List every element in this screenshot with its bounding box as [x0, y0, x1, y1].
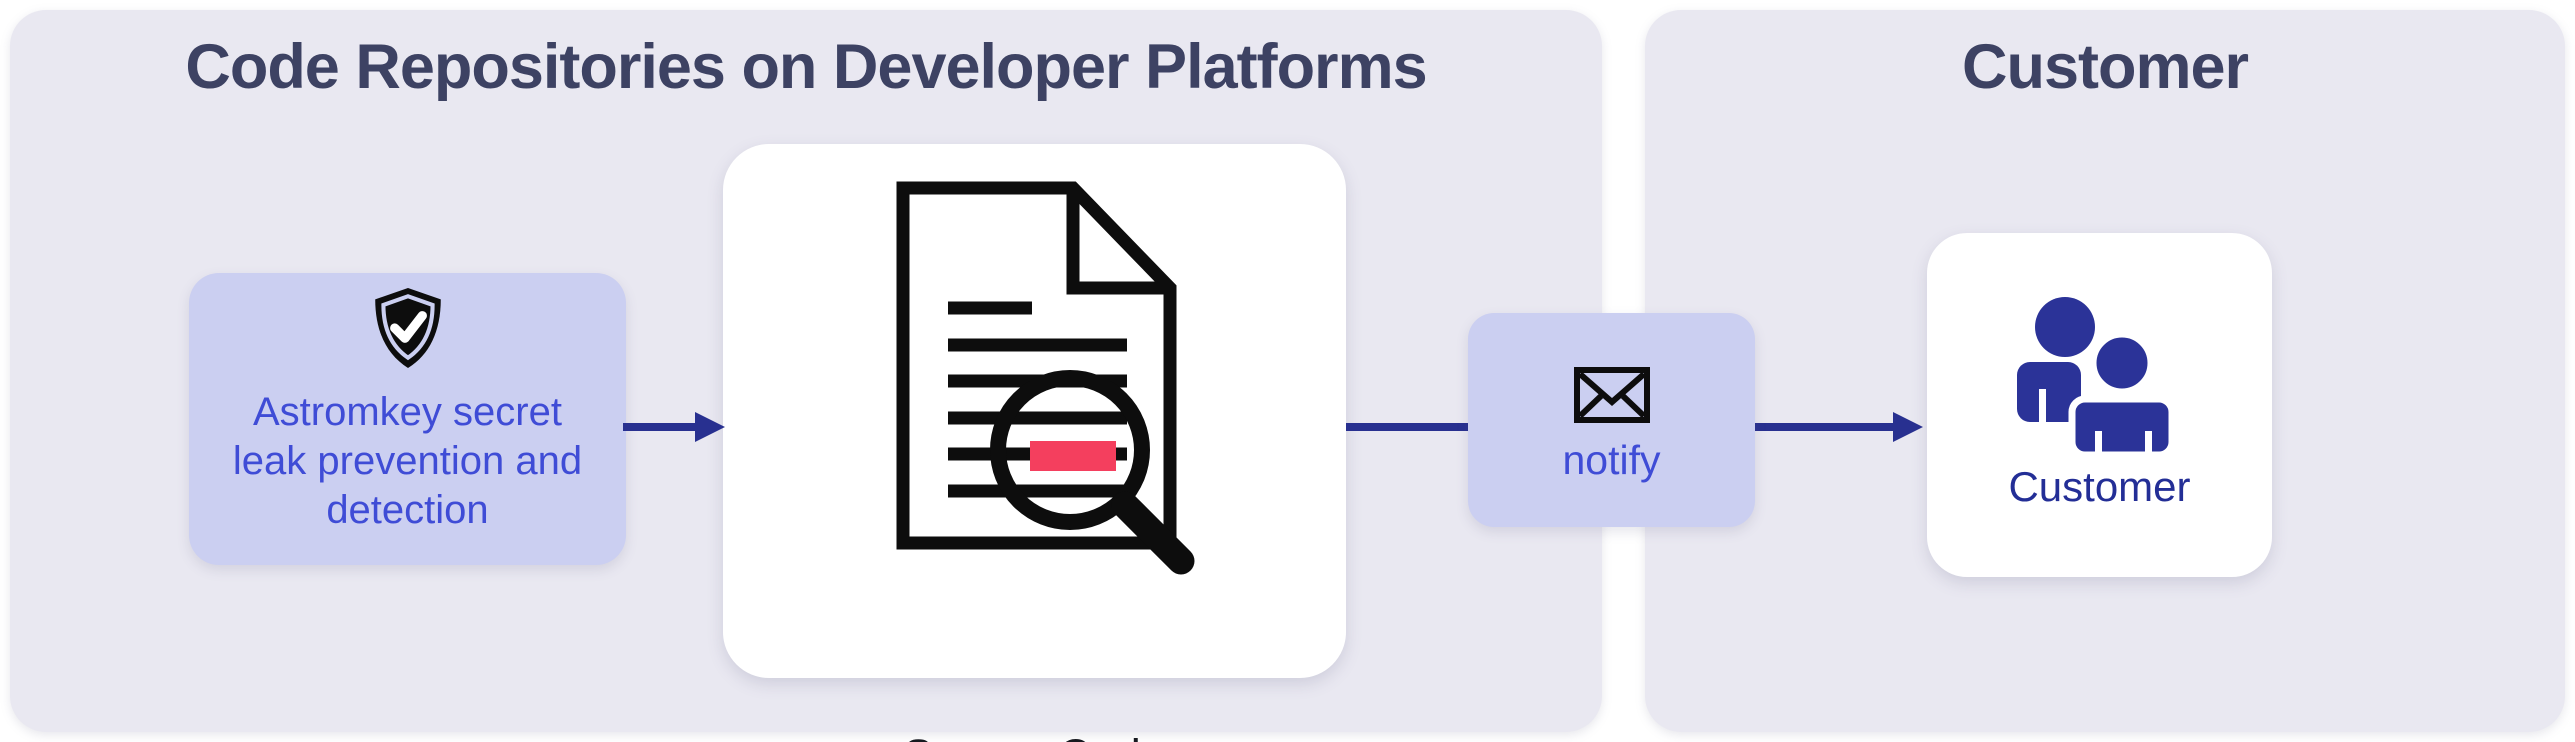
- source-code-label: Source Code: [723, 730, 1346, 742]
- arrowhead-notify-to-customer: [1893, 412, 1923, 442]
- prevention-label-line: detection: [326, 488, 489, 532]
- arrow-notify-to-customer: [1755, 423, 1895, 431]
- envelope-icon: [1573, 367, 1650, 423]
- arrow-source-to-notify: [1346, 423, 1470, 431]
- prevention-label-line: leak prevention and: [232, 439, 583, 483]
- right-panel-title: Customer: [1961, 32, 2249, 102]
- node-customer: Customer: [1927, 233, 2272, 577]
- secret-highlight: [1030, 441, 1116, 471]
- shield-check-icon: [374, 288, 441, 368]
- node-notify: notify: [1468, 313, 1755, 527]
- customer-label: Customer: [2008, 463, 2191, 510]
- arrow-prevention-to-source: [623, 423, 701, 431]
- node-source-code: Source Code: [723, 144, 1346, 742]
- document-search-icon: [896, 181, 1195, 575]
- notify-label: notify: [1562, 437, 1661, 483]
- node-secret-prevention: Astromkey secret leak prevention and det…: [189, 273, 626, 565]
- arrowhead-prevention-to-source: [695, 412, 725, 442]
- prevention-label: Astromkey secret leak prevention and det…: [233, 388, 582, 535]
- left-panel-title: Code Repositories on Developer Platforms: [185, 32, 1427, 102]
- prevention-label-line: Astromkey secret: [253, 390, 562, 434]
- users-icon: [2016, 297, 2175, 455]
